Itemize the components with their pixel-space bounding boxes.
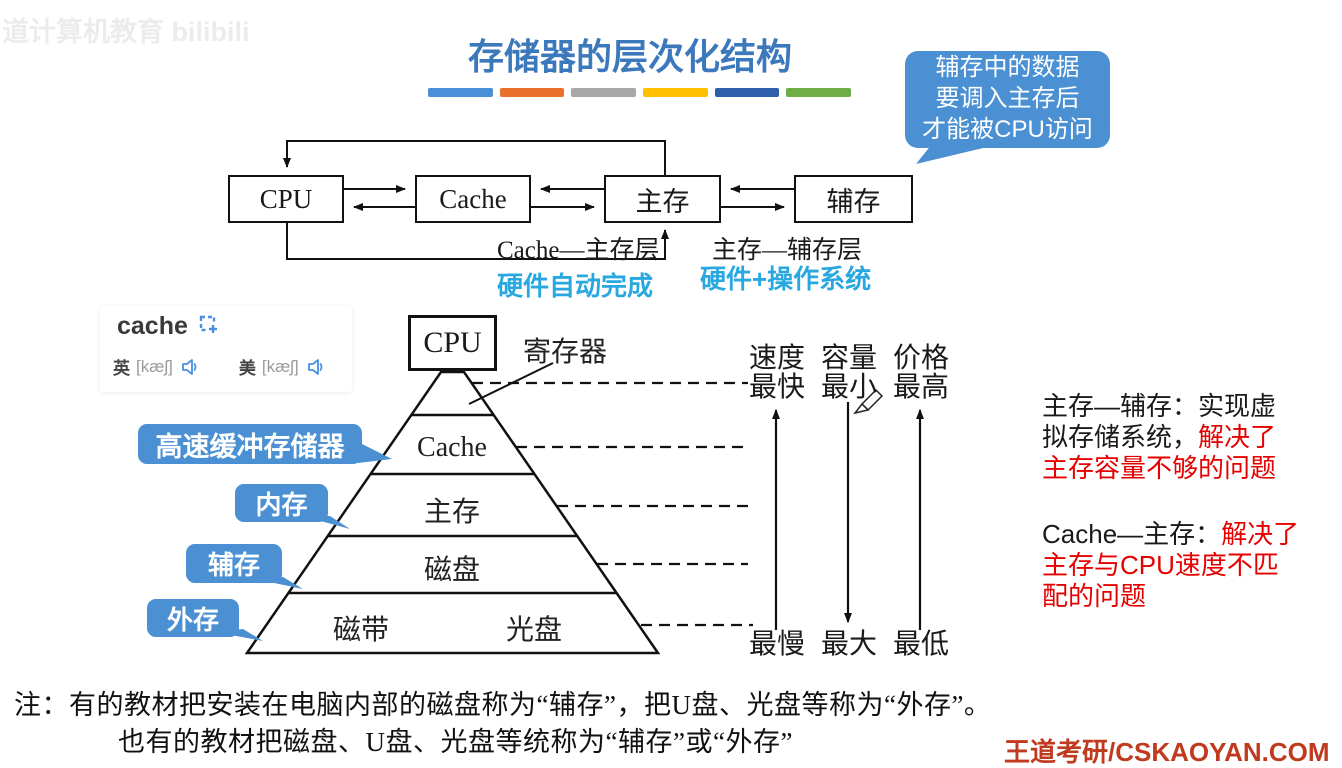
dictionary-popup: cache 英 [kæʃ] 美 [kæʃ] bbox=[100, 306, 352, 392]
speaker-icon[interactable] bbox=[305, 358, 325, 376]
note-cache-main-black: Cache—主存： bbox=[1042, 519, 1222, 549]
flow-box-cache: Cache bbox=[415, 175, 531, 223]
footnote-line2: 也有的教材把磁盘、U盘、光盘等统称为“辅存”或“外存” bbox=[118, 727, 793, 757]
mainmem-to-cpu-feedback-line bbox=[283, 140, 666, 175]
title-bar-segment bbox=[428, 88, 493, 97]
us-label: 美 bbox=[238, 359, 256, 378]
footnote-line1: 注：有的教材把安装在电脑内部的磁盘称为“辅存”，把U盘、光盘等称为“外存”。 bbox=[14, 690, 992, 720]
uk-label: 英 bbox=[113, 359, 130, 378]
title-bar-segment bbox=[643, 88, 708, 97]
metric-bottom-largest: 最大 bbox=[820, 629, 877, 660]
speaker-icon[interactable] bbox=[179, 358, 199, 376]
metric-header-price: 价格 bbox=[892, 343, 949, 374]
metric-arrows bbox=[772, 402, 924, 630]
register-label: 寄存器 bbox=[523, 337, 608, 368]
cache-main-layer-label: Cache—主存层 bbox=[497, 237, 660, 264]
pyramid-level-disk: 磁盘 bbox=[423, 555, 480, 586]
bubble-internal-memory: 内存 bbox=[235, 484, 328, 522]
uk-phonetic: [kæʃ] bbox=[136, 356, 173, 376]
aux-memory-callout: 辅存中的数据 要调入主存后 才能被CPU访问 bbox=[905, 51, 1110, 148]
bubble-external-memory: 外存 bbox=[147, 599, 239, 637]
flow-box-aux-memory: 辅存 bbox=[794, 175, 913, 223]
note-cache-main-red: 解决了 主存与CPU速度不匹 配的问题 bbox=[1042, 519, 1300, 611]
pyramid-level-tape: 磁带 bbox=[333, 615, 390, 646]
watermark: 道计算机教育 bilibili bbox=[2, 17, 250, 47]
pyramid-level-optical: 光盘 bbox=[506, 615, 563, 646]
metric-header-capacity: 容量 bbox=[820, 343, 877, 374]
popup-phonetics: 英 [kæʃ] 美 [kæʃ] bbox=[113, 354, 325, 379]
note-main-aux-black: 主存—辅存：实现虚 拟存储系统， bbox=[1042, 391, 1277, 452]
title-bar-segment bbox=[786, 88, 852, 97]
metric-top-smallest: 最小 bbox=[820, 372, 877, 403]
pyramid-level-cache: Cache bbox=[417, 432, 487, 463]
pyramid-level-main-memory: 主存 bbox=[423, 497, 480, 528]
flow-box-main-memory: 主存 bbox=[604, 175, 721, 223]
note-main-aux: 主存—辅存：实现虚 拟存储系统，解决了 主存容量不够的问题 bbox=[1042, 360, 1314, 484]
metric-header-speed: 速度 bbox=[748, 343, 805, 374]
metric-bottom-lowest: 最低 bbox=[892, 629, 949, 660]
metric-top-fastest: 最快 bbox=[748, 372, 805, 403]
bubble-aux-memory: 辅存 bbox=[186, 544, 282, 583]
popup-word: cache bbox=[117, 312, 188, 340]
title-bar-segment bbox=[714, 88, 780, 97]
bubble-cache-name: 高速缓冲存储器 bbox=[138, 424, 362, 464]
metric-top-highest: 最高 bbox=[892, 372, 949, 403]
hardware-auto-label: 硬件自动完成 bbox=[497, 271, 654, 301]
capture-icon[interactable] bbox=[198, 314, 219, 335]
note-cache-main: Cache—主存：解决了 主存与CPU速度不匹 配的问题 bbox=[1042, 488, 1314, 612]
level-dashed-lines bbox=[472, 381, 753, 627]
pyramid-cpu-box: CPU bbox=[408, 315, 497, 371]
main-aux-layer-label: 主存—辅存层 bbox=[712, 237, 863, 264]
title-bar-segment bbox=[499, 88, 565, 97]
brand-watermark: 王道考研/CSKAOYAN.COM bbox=[1004, 737, 1330, 767]
metric-bottom-slowest: 最慢 bbox=[748, 629, 805, 660]
page-title: 存储器的层次化结构 bbox=[467, 36, 792, 77]
hardware-os-label: 硬件+操作系统 bbox=[700, 264, 872, 294]
note-main-aux-red: 解决了 主存容量不够的问题 bbox=[1042, 422, 1277, 483]
flow-box-cpu: CPU bbox=[228, 175, 344, 223]
title-bar-segment bbox=[571, 88, 637, 97]
title-divider-bars bbox=[428, 88, 852, 97]
us-phonetic: [kæʃ] bbox=[261, 356, 299, 376]
